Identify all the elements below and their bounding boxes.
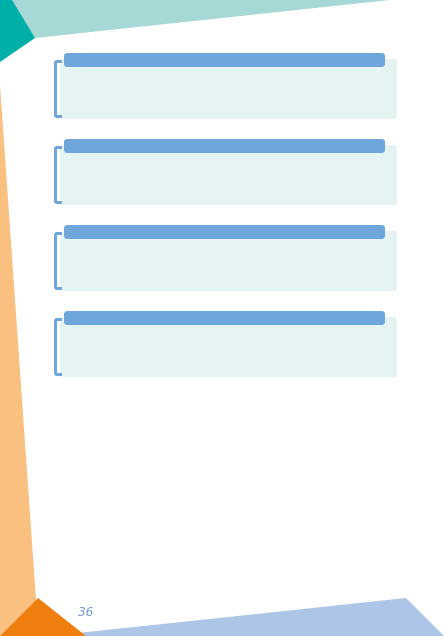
content-block-3 [54,225,397,296]
block-header-bar [64,311,385,325]
block-bracket [54,146,62,204]
left-orange-strip [0,85,36,636]
content-panel [60,231,397,291]
content-panel [60,59,397,119]
block-content [70,75,385,115]
top-teal-band [0,0,390,38]
block-content [70,333,385,373]
block-bracket [54,318,62,376]
content-block-1 [54,53,397,124]
block-header-bar [64,225,385,239]
block-bracket [54,232,62,290]
block-content [70,161,385,201]
bottom-blue-band [50,598,444,636]
top-teal-corner [0,0,35,62]
content-panel [60,145,397,205]
content-panel [60,317,397,377]
content-block-2 [54,139,397,210]
content-block-4 [54,311,397,382]
block-content [70,247,385,287]
block-header-bar [64,139,385,153]
block-header-bar [64,53,385,67]
bottom-orange-corner [0,598,86,636]
page-number: 36 [78,605,94,619]
block-bracket [54,60,62,118]
